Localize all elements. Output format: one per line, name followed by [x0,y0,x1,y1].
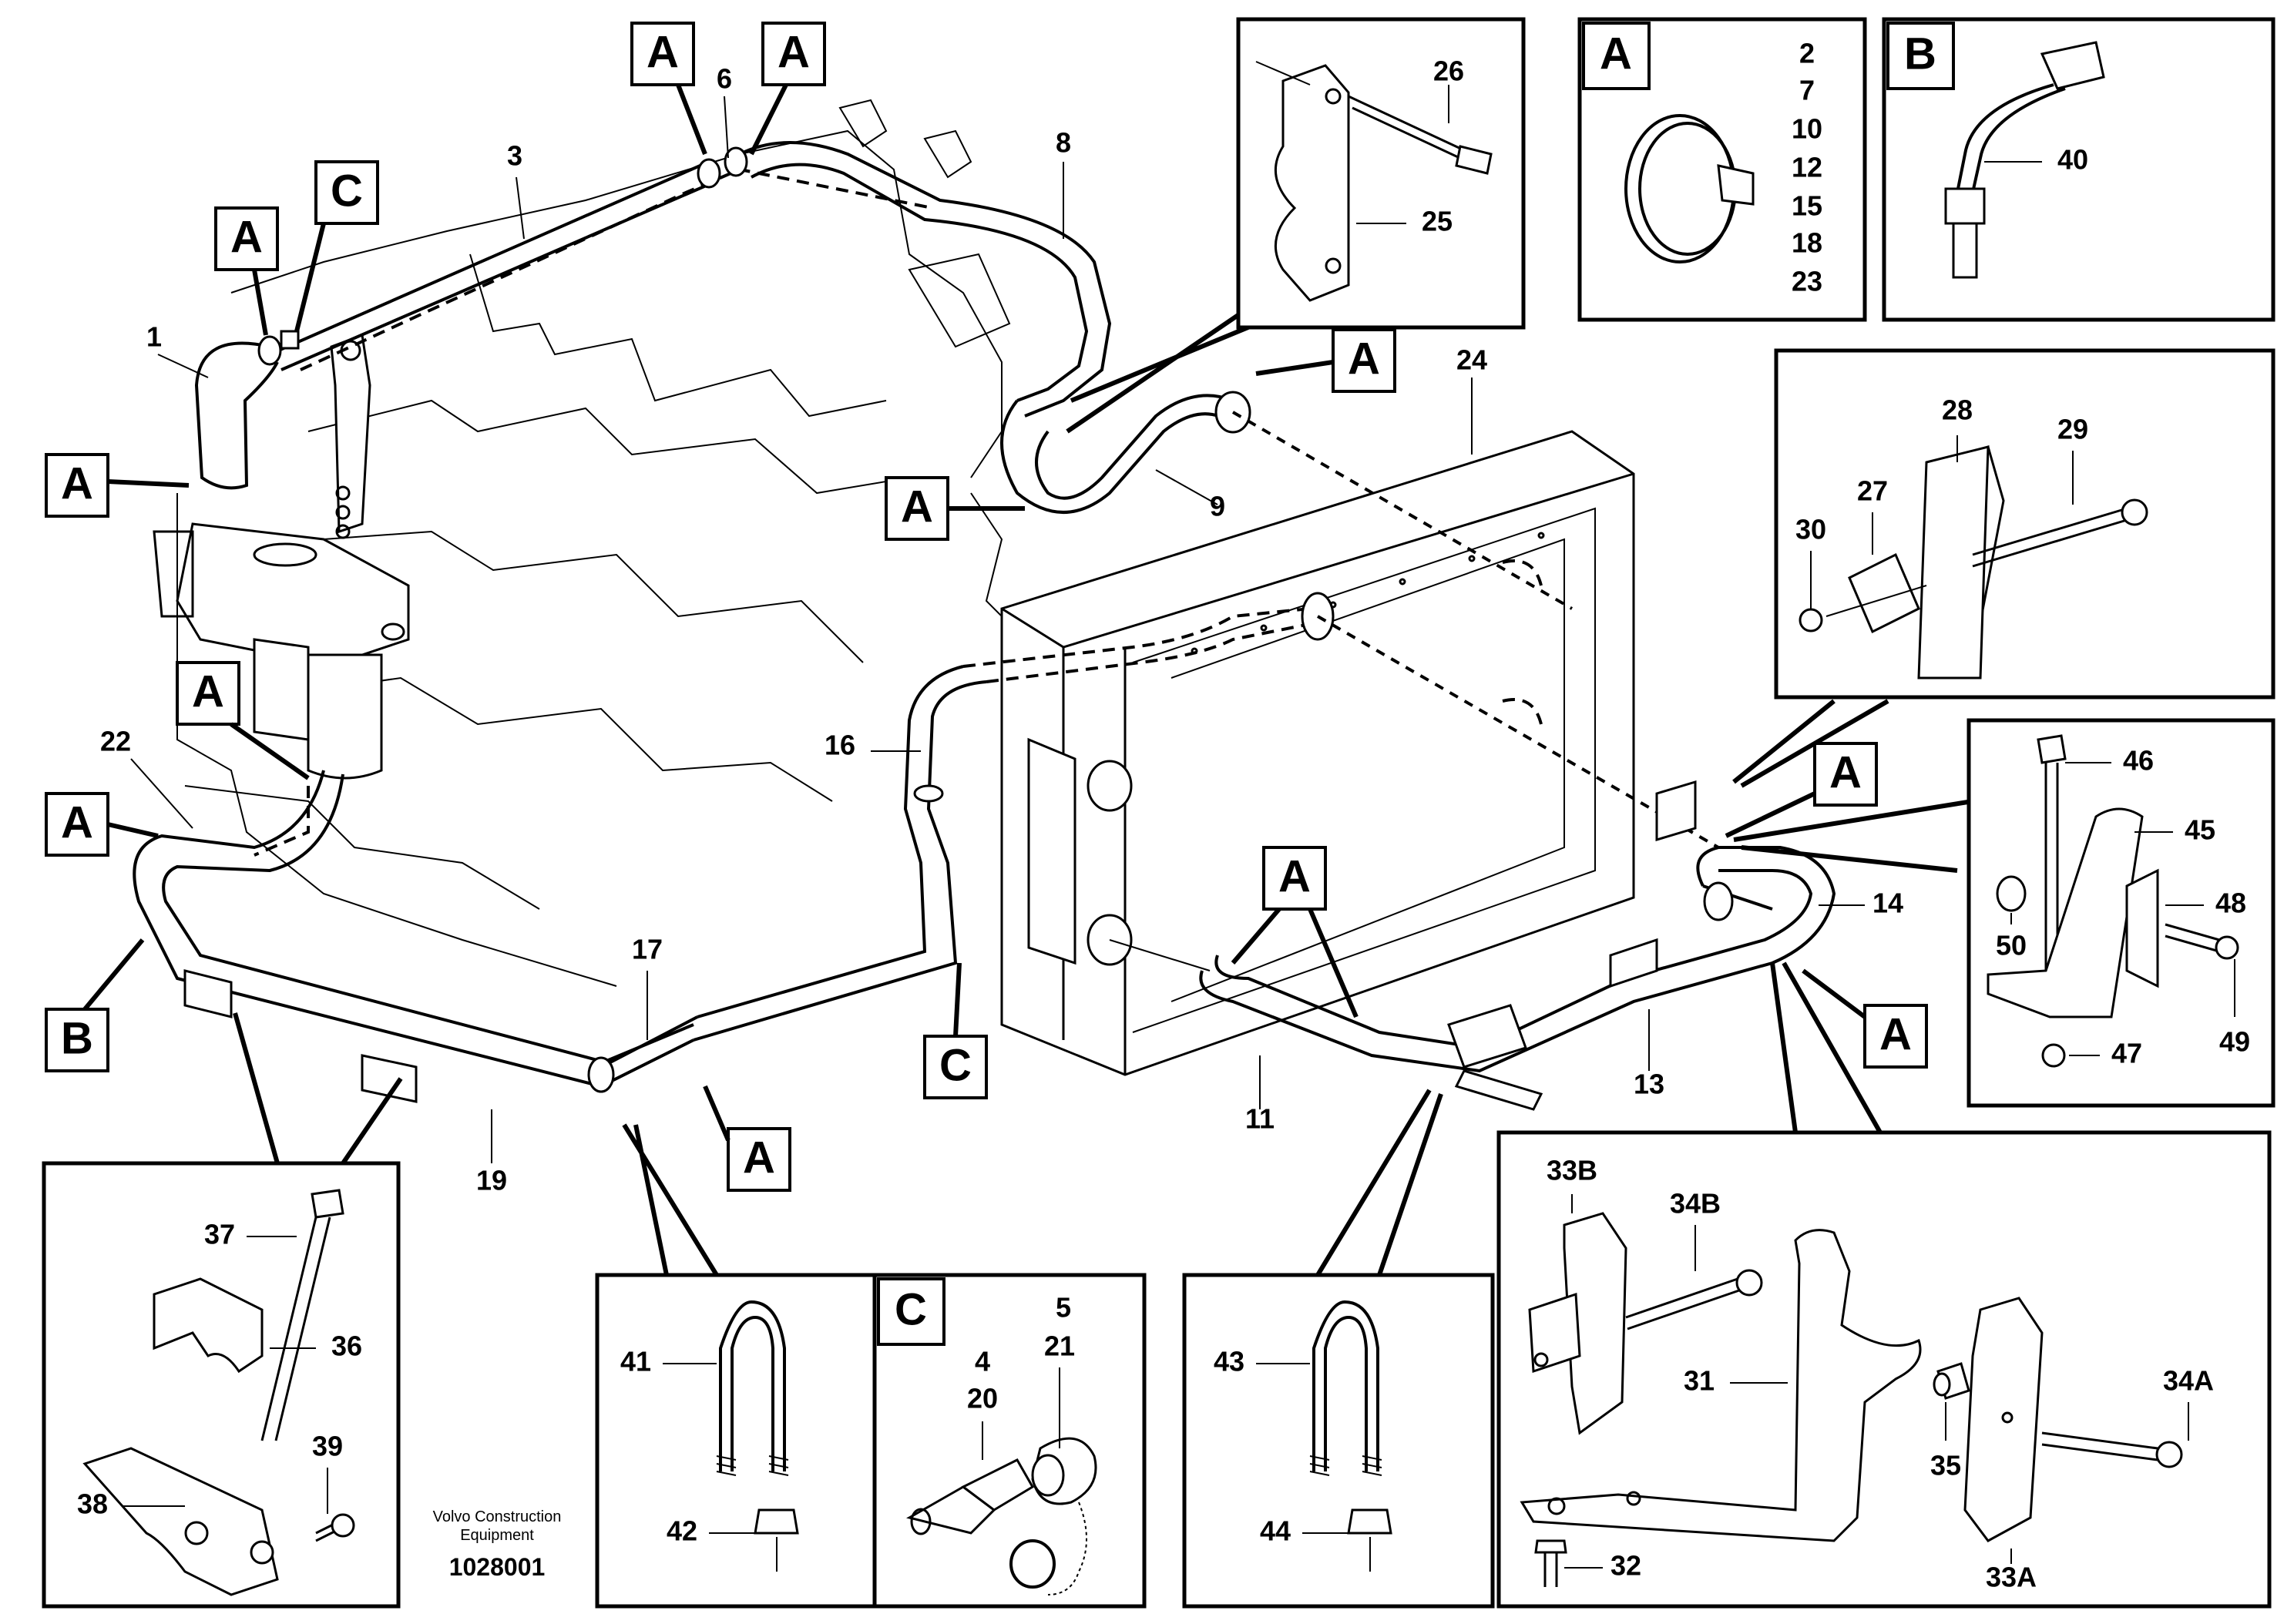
detail-box-31-35: 33B 34B 31 35 34A 33A 32 [1496,1130,2272,1609]
drawing-id: 1028001 [449,1553,546,1581]
callout-19: 19 [476,1165,507,1196]
callout-4: 4 [975,1346,990,1377]
callout-30: 30 [1795,514,1826,545]
company-name-line1: Volvo Construction [433,1508,562,1525]
hoses [133,141,1836,1089]
detail-box-25-26: 26 25 [1236,17,1526,330]
callout-3: 3 [507,140,522,172]
callout-35: 35 [1930,1450,1961,1481]
callout-17: 17 [632,934,663,965]
company-name-line2: Equipment [460,1527,534,1544]
tag-a: A [778,27,810,77]
callout-29: 29 [2057,414,2088,445]
callout-8: 8 [1056,127,1071,159]
tag-a: A [1879,1009,1912,1059]
callout-20: 20 [967,1383,998,1414]
detail-box-b-sensor: B 40 [1882,17,2276,322]
main-tags: A A A C A A A A A B A C A [45,22,1928,1192]
tag-a: A [743,1132,775,1183]
tag-a: A [192,666,224,716]
callout-25: 25 [1422,206,1453,237]
callout-6: 6 [717,63,732,95]
callout-22: 22 [100,726,131,757]
detail-box-45-50: 46 45 48 50 49 47 [1967,718,2276,1108]
callout-43: 43 [1214,1346,1244,1377]
callout-48: 48 [2215,887,2246,919]
callout-9: 9 [1210,491,1225,522]
callout-5: 5 [1056,1292,1071,1324]
clamp-parts-list: 2 7 10 12 15 18 23 [1792,38,1822,297]
footer: Volvo Construction Equipment 1028001 [433,1508,562,1581]
callout-32: 32 [1611,1550,1641,1582]
main-callouts: 1 3 6 8 9 11 13 14 16 17 19 22 24 [100,63,1903,1196]
callout-24: 24 [1456,344,1487,376]
detail-a-item: 10 [1792,113,1822,145]
detail-box-c-coupling: C 20 4 21 5 [872,1273,1147,1609]
callout-34B: 34B [1670,1188,1721,1220]
callout-36: 36 [331,1330,362,1362]
detail-box-27-30: 28 29 27 30 [1774,348,2276,700]
detail-box-43-44: 43 44 [1182,1273,1495,1609]
tag-a: A [1829,747,1862,797]
callout-44: 44 [1260,1515,1291,1547]
tag-a: A [1600,29,1632,79]
callout-47: 47 [2111,1038,2142,1069]
detail-a-item: 7 [1799,75,1815,106]
callout-45: 45 [2185,814,2215,846]
callout-13: 13 [1634,1069,1664,1100]
detail-a-item: 2 [1799,38,1815,69]
callout-33B: 33B [1547,1155,1597,1186]
detail-a-item: 12 [1792,152,1822,183]
callout-33A: 33A [1986,1562,2037,1593]
tag-b: B [1904,29,1936,79]
tag-a: A [1278,851,1311,901]
callout-21: 21 [1044,1330,1075,1362]
callout-1: 1 [146,321,162,353]
callout-28: 28 [1942,394,1973,426]
tag-b: B [61,1013,93,1063]
callout-41: 41 [620,1346,651,1377]
callout-39: 39 [312,1431,343,1462]
tag-c: C [331,166,363,216]
detail-box-a-clamp: A 2 7 10 12 15 18 23 [1577,17,1867,322]
callout-26: 26 [1433,55,1464,87]
callout-38: 38 [77,1488,108,1520]
callout-37: 37 [204,1219,235,1250]
tag-c: C [939,1040,972,1090]
callout-50: 50 [1996,930,2027,961]
callout-11: 11 [1245,1103,1275,1135]
tag-a: A [61,458,93,508]
callout-46: 46 [2123,745,2154,777]
tag-a: A [61,797,93,847]
callout-49: 49 [2219,1026,2250,1058]
detail-a-item: 15 [1792,190,1822,222]
callout-14: 14 [1872,887,1903,919]
detail-a-item: 23 [1792,266,1822,297]
clamps [183,146,1734,1111]
callout-16: 16 [825,730,855,761]
tag-a: A [1348,334,1380,384]
callout-42: 42 [667,1515,697,1547]
callout-34A: 34A [2163,1365,2214,1397]
tag-c: C [895,1284,927,1334]
callout-40: 40 [2057,144,2088,176]
tag-a: A [230,212,263,262]
detail-box-36-39: 37 36 39 38 [42,1161,401,1609]
engine-block [176,99,1018,987]
callout-31: 31 [1684,1365,1715,1397]
detail-box-41-42: 41 42 [595,1273,877,1609]
filter-housing [153,522,410,780]
callout-27: 27 [1857,475,1888,507]
detail-a-item: 18 [1792,227,1822,259]
radiator [1000,430,1635,1076]
tag-a: A [647,27,679,77]
tag-a: A [901,481,933,532]
